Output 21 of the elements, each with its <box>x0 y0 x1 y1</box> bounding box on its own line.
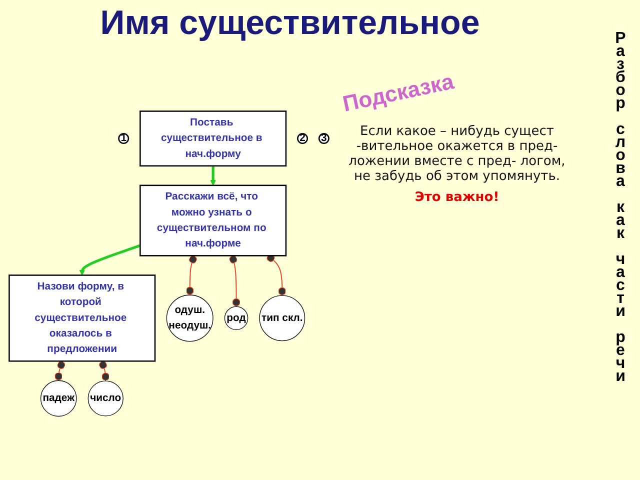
vertical-heading: Разбор слова как части речи <box>612 30 628 381</box>
connector <box>54 360 66 382</box>
node-circle: падеж <box>40 380 77 417</box>
node-box: Поставь существительное в нач.форму <box>140 110 287 167</box>
arrow <box>210 166 216 186</box>
warning-text: Это важно! <box>414 190 500 205</box>
node-circle: одуш. неодуш. <box>166 294 214 342</box>
node-circle: 1 <box>118 133 130 144</box>
connector <box>186 255 197 296</box>
node-circle: тип скл. <box>259 295 306 342</box>
node-circle: род <box>224 306 248 330</box>
arrow <box>79 244 141 276</box>
node-box: Назови форму, в которой существительное оказалось в предложении <box>8 274 156 362</box>
connector <box>229 255 240 308</box>
hint-heading: Подсказка <box>340 68 456 118</box>
note-text: Если какое – нибудь сущест -вительное окажется в пред- ложении вместе с пред- логом, не забудь об этом упомянуть. <box>348 124 566 184</box>
node-circle: число <box>88 380 124 417</box>
node-box: Расскажи всё, что можно узнать о существительном по нач.форме <box>140 185 287 257</box>
connector <box>266 254 286 296</box>
connector <box>99 360 110 382</box>
title: Имя существительное <box>99 4 481 43</box>
